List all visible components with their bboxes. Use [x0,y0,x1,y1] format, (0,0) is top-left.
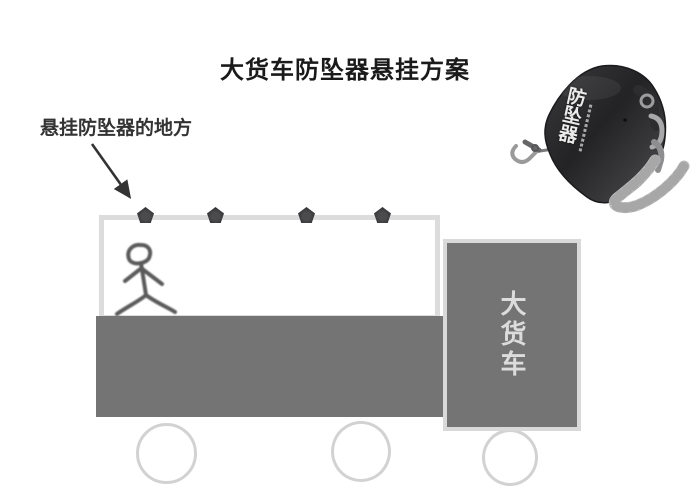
device-carabiner [651,139,665,173]
truck-cab: 大货车 [443,239,581,431]
wheel-middle [331,421,391,482]
figure-head [126,242,153,266]
anchor-point [374,207,391,223]
annotation-label: 悬挂防坠器的地方 [40,118,193,139]
device-body [544,64,667,204]
device-snap-hook [510,139,542,164]
device-pin [623,118,627,122]
arrow-line [90,143,132,199]
wheel-rear [482,429,538,486]
annotation-arrow [90,143,132,199]
figure-leg-right [144,293,177,314]
stick-figure [115,242,177,316]
figure-arm-right [139,266,164,286]
figure-leg-left [115,293,148,316]
truck-bed [96,316,443,417]
cab-label: 大货车 [497,290,527,380]
anchor-point [298,207,315,223]
anchor-point [207,207,224,223]
device-highlight [557,76,621,100]
fall-arrester-photo [510,64,690,214]
figure-arm-left [123,268,141,283]
device-strap [608,154,690,214]
device-bracket [633,85,661,131]
anchor-point [137,207,154,223]
device-swivel-ring [639,93,655,109]
page-title: 大货车防坠器悬挂方案 [220,57,470,84]
device-strap-texture [609,155,689,213]
wheel-front [136,423,197,484]
